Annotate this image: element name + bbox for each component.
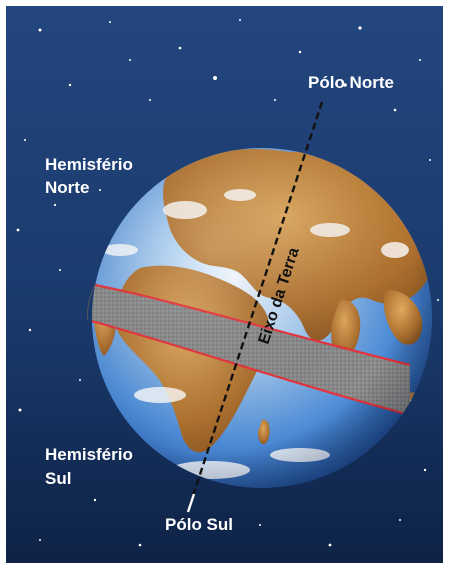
earth-axis-line <box>188 101 324 506</box>
south-hemisphere-label-line1: Hemisfério <box>45 445 133 464</box>
equatorial-band-rim <box>87 284 96 321</box>
north-hemisphere-label-line1: Hemisfério <box>45 155 133 174</box>
south-hemisphere-label-line2: Sul <box>45 469 71 488</box>
stars <box>16 19 439 547</box>
earth-axis-line-south-extension <box>186 493 196 513</box>
earth-globe <box>92 148 432 488</box>
north-pole-label: Pólo Norte <box>308 73 394 92</box>
north-hemisphere-label-line2: Norte <box>45 178 89 197</box>
south-pole-label: Pólo Sul <box>165 515 233 534</box>
